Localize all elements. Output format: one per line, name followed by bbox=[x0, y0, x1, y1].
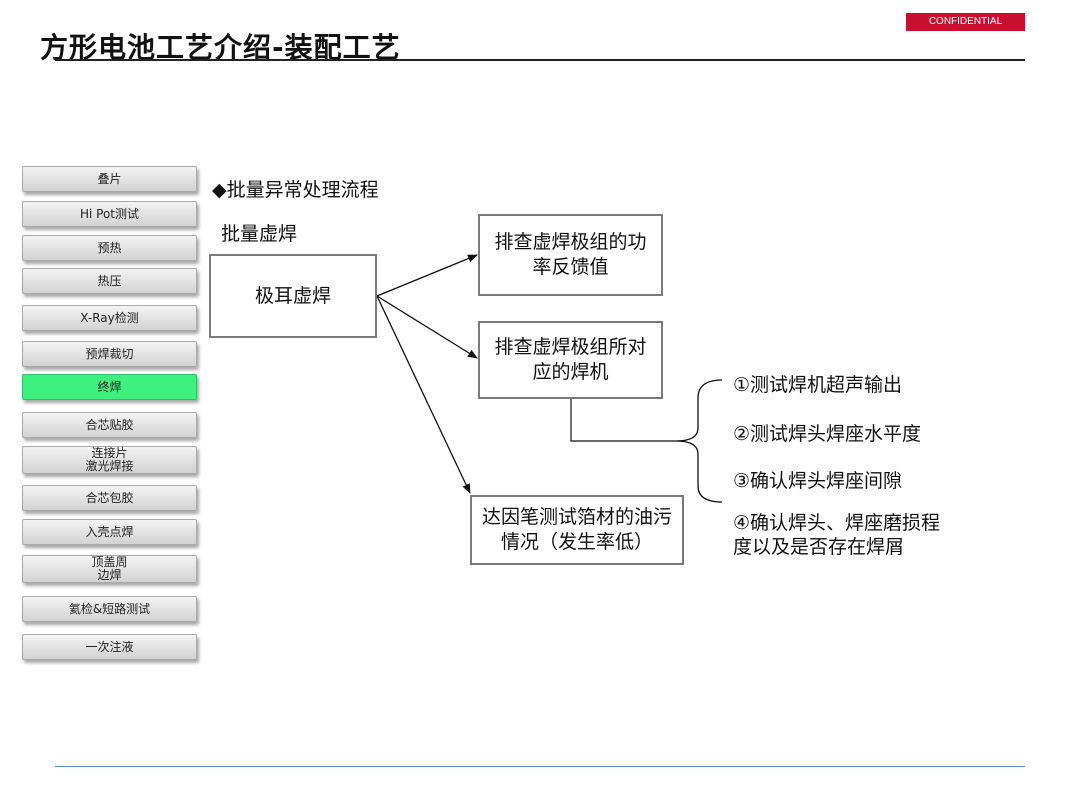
title-divider bbox=[55, 59, 1025, 61]
arrow-to-welder-check bbox=[376, 295, 478, 359]
branch-node-dyne-pen-test: 达因笔测试箔材的油污情况（发生率低） bbox=[470, 495, 684, 565]
arrow-to-power-feedback bbox=[376, 254, 478, 297]
check-item-ultrasonic-output: ①测试焊机超声输出 bbox=[733, 374, 903, 396]
check-item-horn-anvil-gap: ③确认焊头焊座间隙 bbox=[733, 470, 903, 492]
footer-divider bbox=[55, 766, 1025, 767]
branch-node-welder-check: 排查虚焊极组所对应的焊机 bbox=[478, 321, 663, 399]
process-step-first-injection[interactable]: 一次注液 bbox=[22, 634, 197, 660]
process-step-stacking[interactable]: 叠片 bbox=[22, 166, 197, 192]
process-step-hipot-test[interactable]: Hi Pot测试 bbox=[22, 201, 197, 227]
check-item-horn-anvil-level: ②测试焊头焊座水平度 bbox=[733, 423, 922, 445]
process-step-casing-spot-welding[interactable]: 入壳点焊 bbox=[22, 519, 197, 545]
process-step-final-welding[interactable]: 终焊 bbox=[22, 374, 197, 400]
root-node-tab-weak-weld: 极耳虚焊 bbox=[209, 254, 377, 338]
flow-heading: ◆批量异常处理流程 bbox=[212, 179, 379, 201]
process-step-top-cover-welding[interactable]: 顶盖周 边焊 bbox=[22, 555, 197, 583]
page-title: 方形电池工艺介绍-装配工艺 bbox=[40, 31, 401, 64]
process-step-core-taping[interactable]: 合芯贴胶 bbox=[22, 412, 197, 438]
process-step-core-wrapping[interactable]: 合芯包胶 bbox=[22, 485, 197, 511]
checks-brace bbox=[675, 379, 723, 503]
flow-subheading: 批量虚焊 bbox=[221, 223, 298, 245]
process-step-preheat[interactable]: 预热 bbox=[22, 235, 197, 261]
branch-node-power-feedback: 排查虚焊极组的功率反馈值 bbox=[478, 214, 663, 296]
process-step-hot-press[interactable]: 热压 bbox=[22, 268, 197, 294]
arrow-to-dyne-test bbox=[376, 295, 471, 494]
process-step-connector-laser-welding[interactable]: 连接片 激光焊接 bbox=[22, 446, 197, 474]
check-item-wear-and-debris: ④确认焊头、焊座磨损程度以及是否存在焊屑 bbox=[733, 512, 941, 558]
confidential-badge: CONFIDENTIAL bbox=[906, 13, 1025, 31]
welder-to-brace-line bbox=[570, 399, 676, 442]
process-step-prewelding-cutting[interactable]: 预焊裁切 bbox=[22, 341, 197, 367]
process-step-helium-short-test[interactable]: 氦检&短路测试 bbox=[22, 596, 197, 622]
process-step-xray-inspection[interactable]: X-Ray检测 bbox=[22, 305, 197, 331]
